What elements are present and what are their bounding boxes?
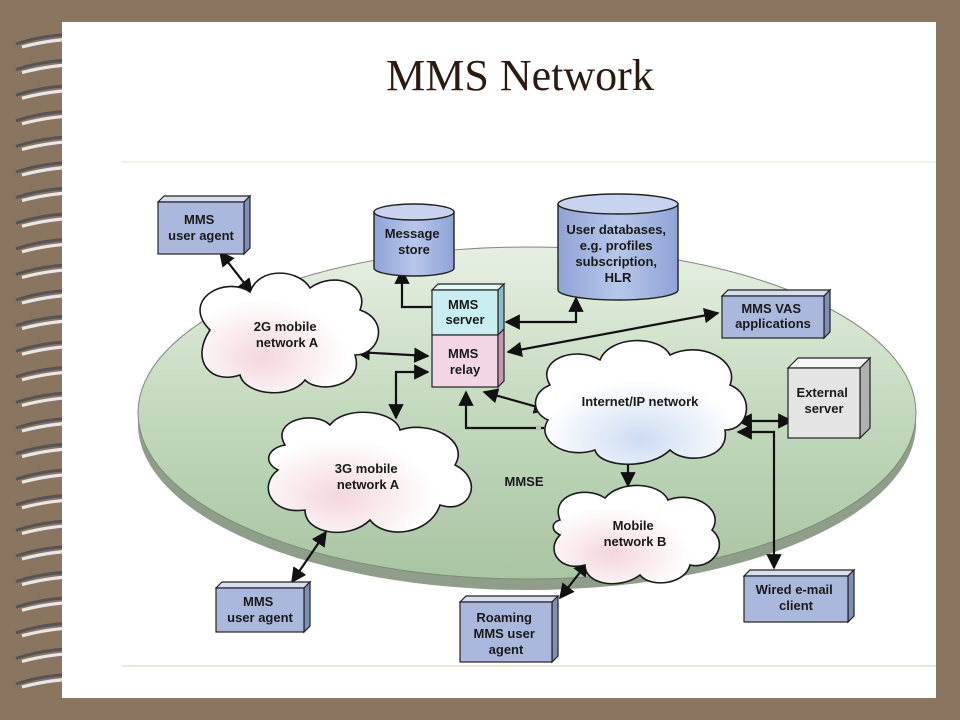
connector-ua-2g	[219, 250, 253, 295]
box-mms-user-agent-bottom	[214, 580, 312, 634]
ruled-lines	[122, 161, 936, 667]
message-store-database	[373, 203, 455, 277]
connector-3g-ua	[291, 530, 327, 584]
box-wired-email-client	[742, 568, 856, 624]
box-mms-user-agent-top	[156, 194, 252, 256]
connector-relay-vas	[506, 307, 720, 358]
label-mms-server: MMS server	[445, 297, 484, 327]
cloud-internet-ip-network	[534, 339, 748, 466]
connector-server-store	[394, 268, 434, 309]
connector-internet-wired	[736, 424, 782, 570]
label-mms-user-agent-top: MMS user agent	[168, 212, 234, 243]
box-mms-relay	[431, 327, 505, 389]
label-roaming-mms-user-agent: Roaming MMS user agent	[473, 610, 538, 657]
label-user-databases: User databases, e.g. profiles subscripti…	[566, 222, 669, 285]
label-mms-relay: MMS relay	[448, 346, 482, 377]
label-mmse: MMSE	[505, 474, 544, 489]
slide-title: MMS Network	[386, 51, 654, 100]
label-mms-vas-applications: MMS VAS applications	[735, 301, 811, 331]
label-mms-user-agent-bottom: MMS user agent	[227, 594, 293, 625]
label-3g-mobile-network-a: 3G mobile network A	[335, 461, 401, 492]
cloud-mobile-network-b	[552, 484, 720, 585]
label-external-server: External server	[797, 385, 852, 416]
box-mms-vas-applications	[720, 288, 832, 340]
connector-2g-relay	[354, 345, 430, 363]
label-message-store: Message store	[385, 226, 444, 257]
box-mms-server	[430, 282, 506, 337]
label-internet-ip-network: Internet/IP network	[582, 394, 700, 409]
box-external-server	[786, 356, 872, 440]
cloud-3g-network-a	[267, 411, 473, 534]
user-databases-database	[557, 193, 679, 301]
label-wired-email-client: Wired e-mail client	[756, 582, 837, 613]
label-2g-mobile-network-a: 2G mobile network A	[254, 319, 320, 350]
label-mobile-network-b: Mobile network B	[604, 518, 667, 549]
cloud-2g-network-a	[199, 272, 380, 394]
box-roaming-mms-user-agent	[458, 594, 560, 664]
connector-mobileb-roaming	[559, 560, 589, 600]
connector-3g-relay	[388, 364, 430, 420]
